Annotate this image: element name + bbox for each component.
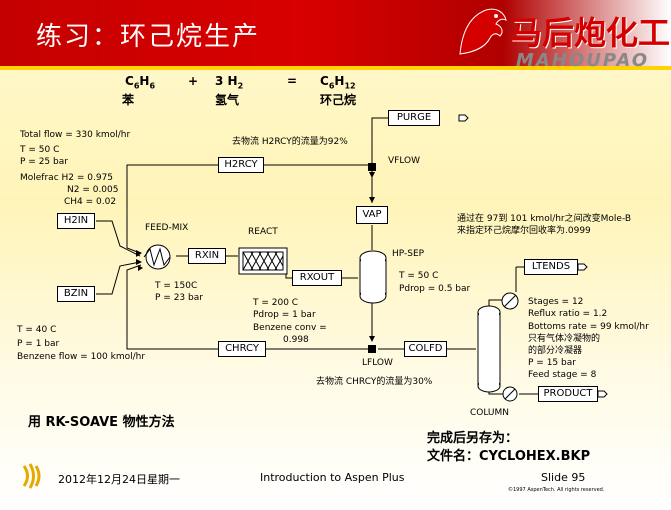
- stream-h2in[interactable]: H2IN: [57, 213, 95, 229]
- title-bar: [0, 0, 671, 66]
- aspentech-logo-icon: [22, 463, 41, 489]
- equation-benzene-formula: C6H6: [125, 74, 156, 91]
- hpsep-temperature: T = 50 C: [399, 271, 439, 281]
- feed-bz-pressure: P = 1 bar: [17, 339, 60, 349]
- block-column-label: COLUMN: [470, 408, 510, 418]
- column-pressure: P = 15 bar: [528, 358, 576, 368]
- stream-purge[interactable]: PURGE: [388, 110, 440, 126]
- footer-slide-number: Slide 95: [541, 471, 586, 484]
- stream-vflow-label: VFLOW: [388, 156, 421, 166]
- footer-copyright: ©1997 AspenTech. All rights reserved.: [508, 487, 605, 493]
- feed-mix-heater-icon[interactable]: [140, 243, 176, 271]
- react-benzene-conv-value: 0.998: [283, 335, 309, 345]
- stream-ltends[interactable]: LTENDS: [524, 259, 578, 275]
- stream-h2rcy[interactable]: H2RCY: [218, 157, 264, 173]
- reactor-icon[interactable]: [238, 247, 288, 277]
- footer-course: Introduction to Aspen Plus: [260, 471, 405, 484]
- stream-vap[interactable]: VAP: [356, 206, 388, 224]
- feed-h2-total-flow: Total flow = 330 kmol/hr: [20, 130, 131, 140]
- note-column-spec: 来指定环己烷摩尔回收率为.0999: [457, 226, 591, 236]
- title-bar-underline: [0, 66, 671, 70]
- stream-rxout[interactable]: RXOUT: [292, 270, 342, 286]
- brand-logo-text: 马后炮化工: [510, 14, 671, 52]
- page-title: 练习：环己烷生产: [36, 22, 261, 52]
- equation-benzene-name: 苯: [122, 93, 135, 107]
- horse-logo-icon: [459, 8, 507, 55]
- save-filename: 文件名：CYCLOHEX.BKP: [427, 449, 591, 464]
- react-benzene-conv: Benzene conv =: [253, 323, 327, 333]
- column-condenser-note-1: 只有气体冷凝物的: [528, 334, 601, 344]
- feed-h2-pressure: P = 25 bar: [20, 157, 68, 167]
- equation-equals: =: [287, 74, 298, 88]
- stream-lflow-label: LFLOW: [362, 358, 393, 368]
- column-bottoms-rate: Bottoms rate = 99 kmol/hr: [528, 322, 649, 332]
- column-stages: Stages = 12: [528, 297, 584, 307]
- block-hpsep-label: HP-SEP: [392, 249, 425, 259]
- stream-chrcy[interactable]: CHRCY: [218, 341, 266, 357]
- feed-h2-molefrac-h2: Molefrac H2 = 0.975: [20, 173, 114, 183]
- hp-sep-flash-drum-icon[interactable]: [358, 250, 388, 304]
- feed-h2-molefrac-ch4: CH4 = 0.02: [64, 197, 117, 207]
- equation-cyclohexane-name: 环己烷: [320, 93, 357, 107]
- feedmix-pressure: P = 23 bar: [155, 293, 203, 303]
- equation-hydrogen-coef: 3 H2: [215, 74, 244, 91]
- column-condenser-note-2: 的部分冷凝器: [528, 346, 583, 356]
- property-method-note: 用 RK-SOAVE 物性方法: [28, 415, 175, 430]
- column-feed-stage: Feed stage = 8: [528, 370, 597, 380]
- hpsep-pdrop: Pdrop = 0.5 bar: [399, 284, 471, 294]
- equation-hydrogen-name: 氢气: [215, 93, 240, 107]
- feedmix-temperature: T = 150C: [155, 281, 198, 291]
- save-instruction: 完成后另存为：: [427, 431, 519, 446]
- feed-bz-temperature: T = 40 C: [17, 325, 57, 335]
- react-temperature: T = 200 C: [253, 298, 299, 308]
- stream-rxin[interactable]: RXIN: [188, 248, 226, 264]
- feed-h2-temperature: T = 50 C: [20, 145, 60, 155]
- note-column-vary: 通过在 97到 101 kmol/hr之间改变Mole-B: [457, 214, 632, 224]
- equation-cyclohexane-formula: C6H12: [320, 74, 356, 91]
- stream-bzin[interactable]: BZIN: [57, 286, 95, 302]
- stream-colfd[interactable]: COLFD: [404, 341, 447, 357]
- note-chrcy-split: 去物流 CHRCY的流量为30%: [316, 377, 433, 387]
- feed-h2-molefrac-n2: N2 = 0.005: [67, 185, 119, 195]
- stream-product[interactable]: PRODUCT: [538, 386, 598, 402]
- distillation-column-icon[interactable]: [470, 284, 522, 402]
- block-react-label: REACT: [248, 227, 278, 237]
- note-h2rcy-split: 去物流 H2RCY的流量为92%: [232, 137, 348, 147]
- react-pdrop: Pdrop = 1 bar: [253, 310, 316, 320]
- feed-bz-flow: Benzene flow = 100 kmol/hr: [17, 352, 146, 362]
- equation-plus: +: [188, 74, 199, 88]
- column-reflux-ratio: Reflux ratio = 1.2: [528, 309, 608, 319]
- block-feedmix-label: FEED-MIX: [145, 223, 189, 233]
- footer-date: 2012年12月24日星期一: [58, 473, 180, 486]
- brand-logo-subtext: MAHOUPAO: [516, 50, 650, 71]
